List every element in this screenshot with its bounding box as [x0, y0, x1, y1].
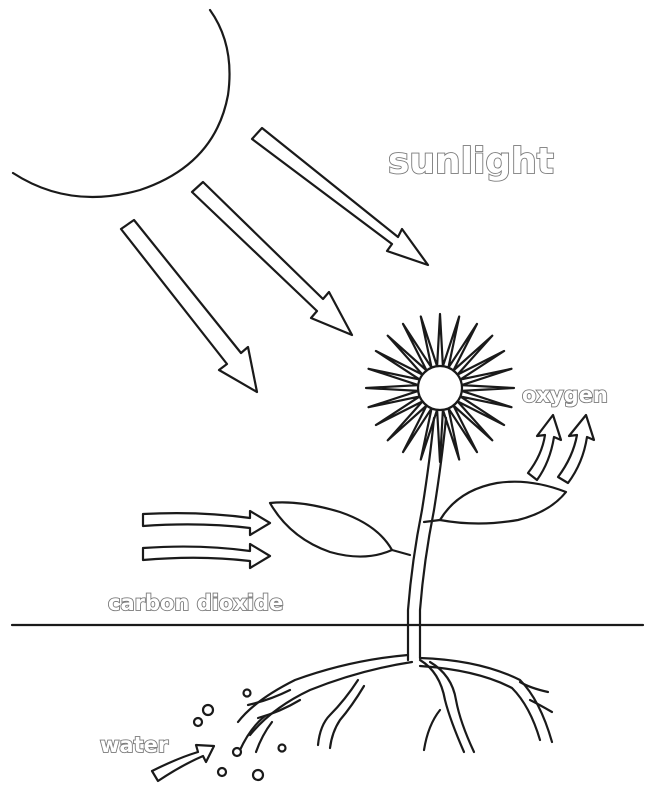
water-droplets [194, 690, 286, 781]
oxygen-arrows [528, 415, 594, 483]
oxygen-arrow-1 [528, 415, 561, 480]
sunlight-label: sunlight [388, 141, 554, 182]
carbon-dioxide-label: carbon dioxide [108, 591, 283, 615]
plant-roots [238, 655, 552, 752]
co2-arrow-1 [143, 511, 270, 535]
oxygen-arrow-2 [558, 415, 594, 483]
sunlight-arrows [121, 128, 428, 392]
sunlight-arrow-3 [121, 220, 257, 392]
co2-arrow-2 [143, 544, 270, 568]
sun [13, 10, 230, 197]
flower [366, 314, 514, 462]
flower-center [418, 366, 462, 410]
oxygen-label: oxygen [522, 383, 608, 407]
sunlight-arrow-2 [192, 182, 352, 335]
left-leaf [270, 502, 392, 556]
water-label: water [100, 733, 169, 757]
right-leaf [440, 482, 566, 524]
carbon-dioxide-arrows [143, 511, 270, 568]
